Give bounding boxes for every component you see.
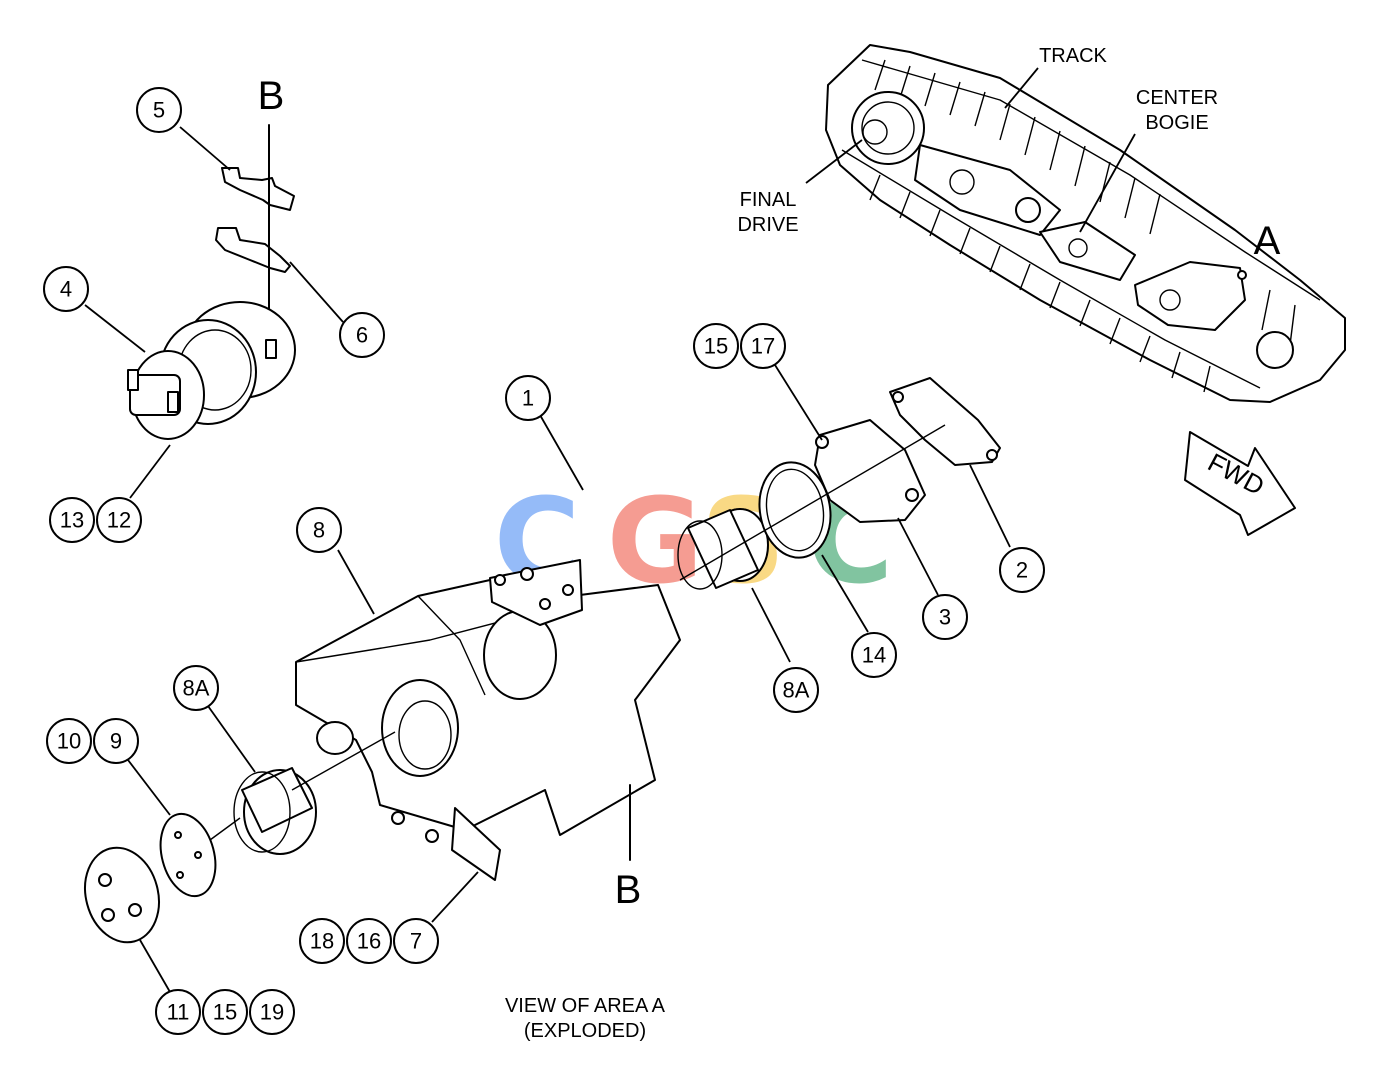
callout-10: 10 bbox=[57, 729, 81, 754]
callout-13: 12 bbox=[107, 508, 131, 533]
callout-19: 19 bbox=[260, 1000, 284, 1025]
final-drive-label-line1: FINAL bbox=[740, 189, 797, 211]
callout-9: 9 bbox=[110, 729, 122, 754]
center-bogie-label-line2: BOGIE bbox=[1145, 112, 1208, 134]
callout-6: 6 bbox=[356, 323, 368, 348]
center-bogie-leader bbox=[1079, 133, 1136, 233]
section-b-bottom-letter: B bbox=[615, 868, 642, 912]
callout-18-bottom: 18 bbox=[310, 929, 334, 954]
bracket-7 bbox=[451, 807, 501, 881]
callout-14: 13 bbox=[60, 508, 84, 533]
final-drive-leader bbox=[805, 139, 863, 184]
center-bogie-label-line1: CENTER bbox=[1136, 87, 1218, 109]
axis-line-right bbox=[679, 424, 946, 581]
section-b-top-letter: B bbox=[258, 74, 285, 118]
shim-5 bbox=[221, 167, 295, 211]
fwd-arrow-icon: FWD bbox=[1184, 431, 1296, 536]
callout-3: 3 bbox=[939, 605, 951, 630]
final-drive-label-line2: DRIVE bbox=[737, 214, 798, 236]
callout-4: 4 bbox=[60, 277, 72, 302]
area-a-letter: A bbox=[1254, 219, 1281, 263]
callout-8: 8 bbox=[313, 518, 325, 543]
housing-8 bbox=[295, 559, 681, 881]
callout-8a-right: 8A bbox=[783, 678, 810, 703]
caption-line1: VIEW OF AREA A bbox=[505, 995, 666, 1017]
caption-line2: (EXPLODED) bbox=[524, 1020, 646, 1042]
shim-6 bbox=[215, 227, 291, 273]
bushing-8a-left bbox=[233, 767, 317, 855]
cover-2 bbox=[889, 377, 1001, 466]
callout-15: 15 bbox=[704, 334, 728, 359]
cap-11 bbox=[84, 846, 160, 944]
callout-11: 11 bbox=[167, 1000, 190, 1025]
plate-9 bbox=[159, 812, 217, 898]
roller-4 bbox=[127, 301, 296, 440]
callout-leaders bbox=[84, 126, 1011, 993]
callout-1: 1 bbox=[522, 386, 534, 411]
callout-7: 7 bbox=[410, 929, 422, 954]
callout-5: 5 bbox=[153, 98, 165, 123]
callout-16: 15 bbox=[213, 1000, 237, 1025]
track-leader bbox=[1004, 67, 1039, 109]
callout-12: 14 bbox=[862, 643, 886, 668]
axis-line-left bbox=[291, 731, 396, 791]
ring-12 bbox=[758, 461, 832, 559]
callouts: 5 6 4 13 12 1 8 8A 10 9 11 15 19 18 16 7… bbox=[43, 87, 1045, 1035]
gasket-3 bbox=[814, 419, 926, 523]
callout-8a-left: 8A bbox=[183, 676, 210, 701]
callout-17: 16 bbox=[357, 929, 381, 954]
callout-2: 2 bbox=[1016, 558, 1028, 583]
track-label: TRACK bbox=[1039, 45, 1107, 67]
callout-18-top: 17 bbox=[751, 334, 775, 359]
